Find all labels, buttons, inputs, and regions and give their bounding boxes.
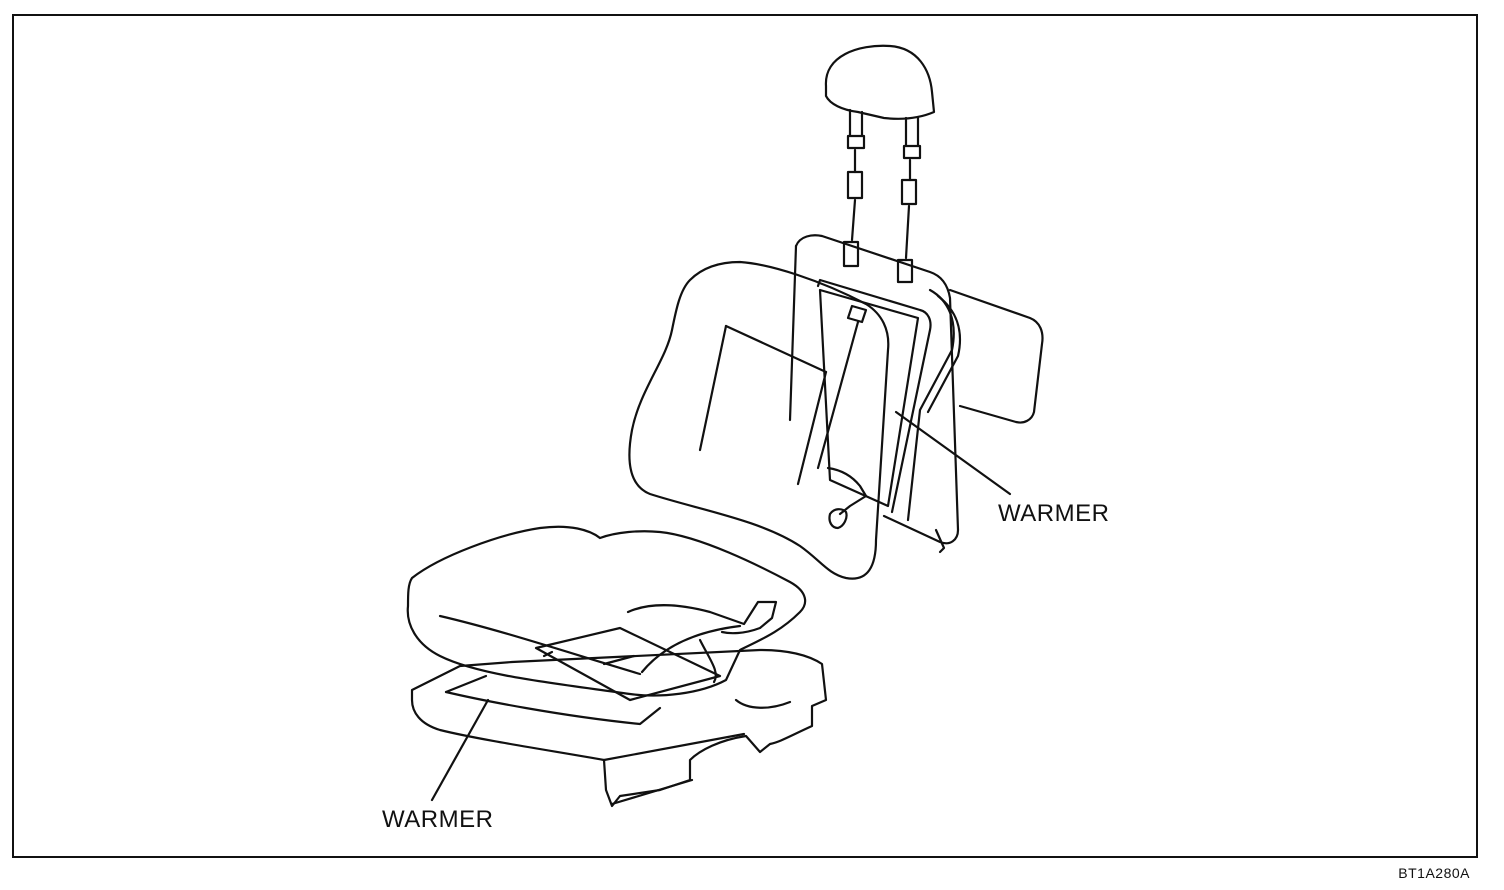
seat-warmer-leader	[430, 698, 490, 802]
seat-cushion-warmer-label: WARMER	[382, 806, 494, 833]
seat-cushion	[406, 525, 807, 697]
headrest-guides	[842, 148, 918, 284]
headrest	[824, 44, 936, 160]
seatback-warmer-label: WARMER	[998, 500, 1110, 527]
seatback-cushion	[628, 260, 890, 580]
seat-frame	[410, 648, 828, 808]
figure-code: BT1A280A	[1398, 865, 1470, 881]
seatback-warmer-panel	[816, 288, 920, 508]
diagram-frame	[12, 14, 1478, 858]
leader-lines	[430, 410, 1012, 802]
seatback-warmer-leader	[894, 410, 1012, 496]
seat-cushion-warmer-panel	[534, 626, 722, 702]
